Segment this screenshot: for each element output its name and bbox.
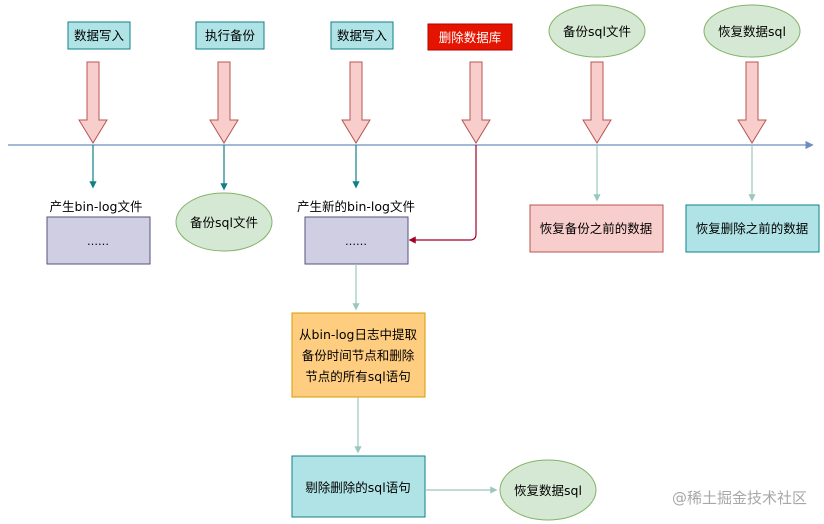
down-arrow-4: [461, 61, 491, 144]
event-write-1-label: 数据写入: [74, 28, 125, 43]
restore-before-delete-box: [685, 204, 820, 253]
remove-delete-sql-label: 剔除删除的sql语句: [305, 480, 410, 495]
restore-before-delete-label: 恢复删除之前的数据: [696, 221, 809, 236]
event-delete-db: 删除数据库: [427, 23, 513, 51]
extract-sql-line-2: 备份时间节点和删除: [302, 348, 415, 363]
event-backup-sql-file: 备份sql文件: [548, 4, 646, 58]
restore-sql-node-label: 恢复数据sql: [514, 483, 582, 498]
event-backup-sql-file-label: 备份sql文件: [563, 24, 631, 39]
connector-delete-to-binlog: [408, 145, 477, 244]
new-binlog-box-ellipsis: ……: [345, 235, 367, 248]
binlog-box-ellipsis: ……: [87, 235, 109, 248]
event-restore-sql-label: 恢复数据sql: [718, 24, 786, 39]
extract-sql-box: [291, 312, 426, 398]
binlog-box: [46, 216, 151, 265]
new-binlog-label: 产生新的bin-log文件: [297, 199, 415, 214]
event-write-1: 数据写入: [67, 21, 131, 50]
restore-before-backup-box: [529, 204, 664, 253]
down-arrow-1: [78, 61, 108, 144]
event-restore-sql: 恢复数据sql: [703, 4, 801, 58]
backup-sql-file-node: [175, 192, 273, 252]
event-backup-exec-label: 执行备份: [205, 28, 256, 43]
down-arrow-6: [737, 61, 767, 144]
watermark: @稀土掘金技术社区: [672, 489, 807, 507]
event-backup-exec: 执行备份: [195, 21, 265, 50]
restore-before-backup-label: 恢复备份之前的数据: [540, 221, 653, 236]
backup-sql-file-node-label: 备份sql文件: [190, 215, 258, 230]
binlog-file-label: 产生bin-log文件: [50, 199, 143, 214]
extract-sql-line-1: 从bin-log日志中提取: [299, 327, 417, 342]
down-arrow-3: [341, 61, 371, 144]
down-arrow-2: [209, 61, 239, 144]
remove-delete-sql-box: [291, 455, 426, 518]
event-delete-db-label: 删除数据库: [439, 30, 502, 45]
extract-sql-line-3: 节点的所有sql语句: [305, 369, 410, 384]
down-arrow-5: [582, 61, 612, 144]
event-write-2: 数据写入: [330, 21, 394, 50]
event-write-2-label: 数据写入: [337, 28, 388, 43]
restore-sql-node: [499, 459, 597, 521]
